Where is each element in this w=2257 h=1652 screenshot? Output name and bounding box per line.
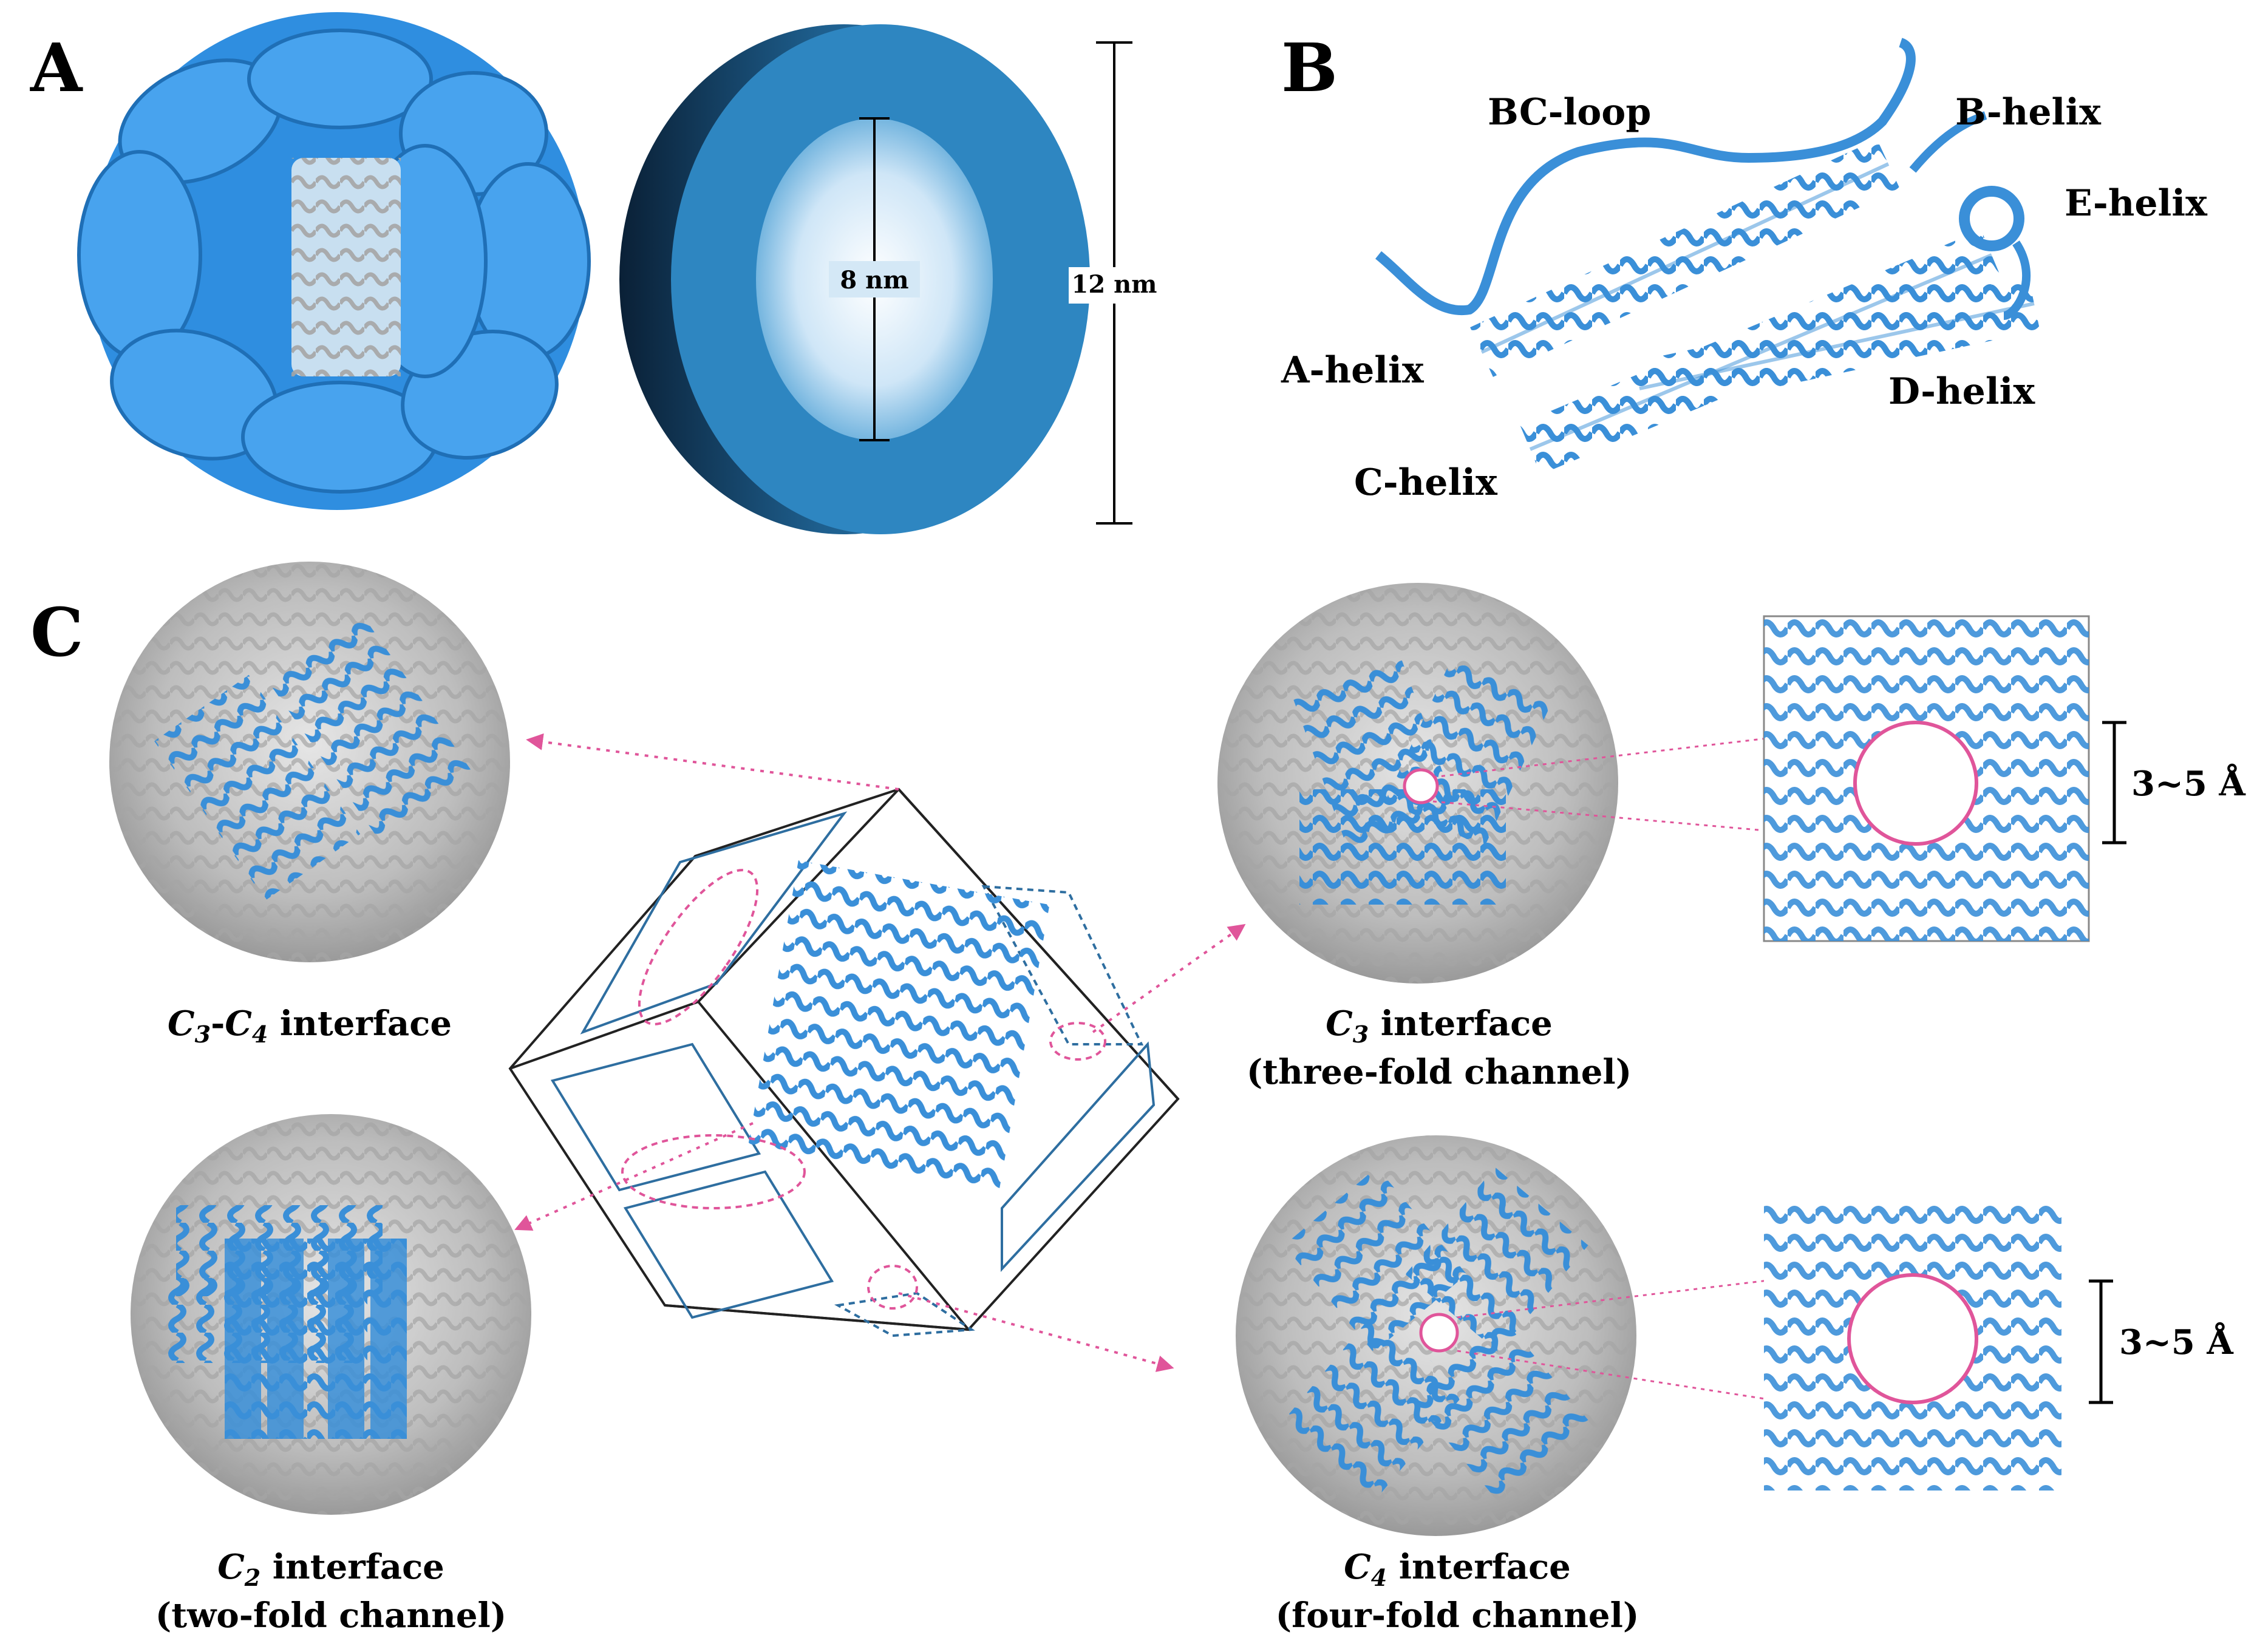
c3-interface-structure: [1217, 583, 1618, 984]
interface-highlight-ellipses: [621, 869, 1106, 1310]
interface-pointer-arrows: [514, 733, 1246, 1372]
panel-label-c: C: [30, 593, 84, 671]
inner-dimension-label: 8 nm: [840, 266, 908, 294]
outer-dimension-arrow: 12 nm: [1069, 41, 1160, 525]
c3-interface-subcaption: (three-fold channel): [1247, 1052, 1632, 1092]
panel-label-a: A: [30, 29, 83, 107]
c3-c4-interface-structure: [109, 562, 510, 962]
ferritin-subunit-ribbon: [1375, 38, 2040, 475]
label-e-helix: E-helix: [2065, 182, 2208, 225]
c3-pore-size-label: 3~5 Å: [2131, 763, 2246, 804]
label-b-helix: B-helix: [1955, 91, 2102, 134]
subunit-pair-on-face: [747, 860, 1050, 1192]
label-bc-loop: BC-loop: [1488, 91, 1651, 134]
c3-interface-caption: C3 interface: [1326, 1004, 1553, 1048]
label-c-helix: C-helix: [1354, 461, 1498, 504]
c4-interface-structure: [1236, 1135, 1636, 1536]
c3-pore-zoom-inset: [1432, 615, 2090, 942]
label-a-helix: A-helix: [1281, 349, 1425, 392]
c2-interface-caption: C2 interface: [217, 1547, 444, 1591]
c2-interface-structure: [131, 1114, 531, 1515]
outer-dimension-label: 12 nm: [1072, 270, 1157, 299]
c4-interface-subcaption: (four-fold channel): [1276, 1596, 1639, 1636]
c3-c4-interface-caption: C3-C4 interface: [168, 1004, 452, 1048]
c2-interface-subcaption: (two-fold channel): [155, 1596, 506, 1636]
c4-pore-dimension-bar: [2089, 1279, 2113, 1404]
c3-pore-dimension-bar: [2102, 721, 2126, 845]
c4-pore-zoom-inset: [1457, 1199, 2061, 1491]
c4-pore-size-label: 3~5 Å: [2119, 1322, 2234, 1362]
inner-dimension-arrow: 8 nm: [829, 117, 920, 441]
panel-label-b: B: [1281, 29, 1338, 107]
label-d-helix: D-helix: [1888, 370, 2035, 413]
ferritin-surface-model: [77, 12, 591, 510]
c4-interface-caption: C4 interface: [1344, 1547, 1571, 1591]
